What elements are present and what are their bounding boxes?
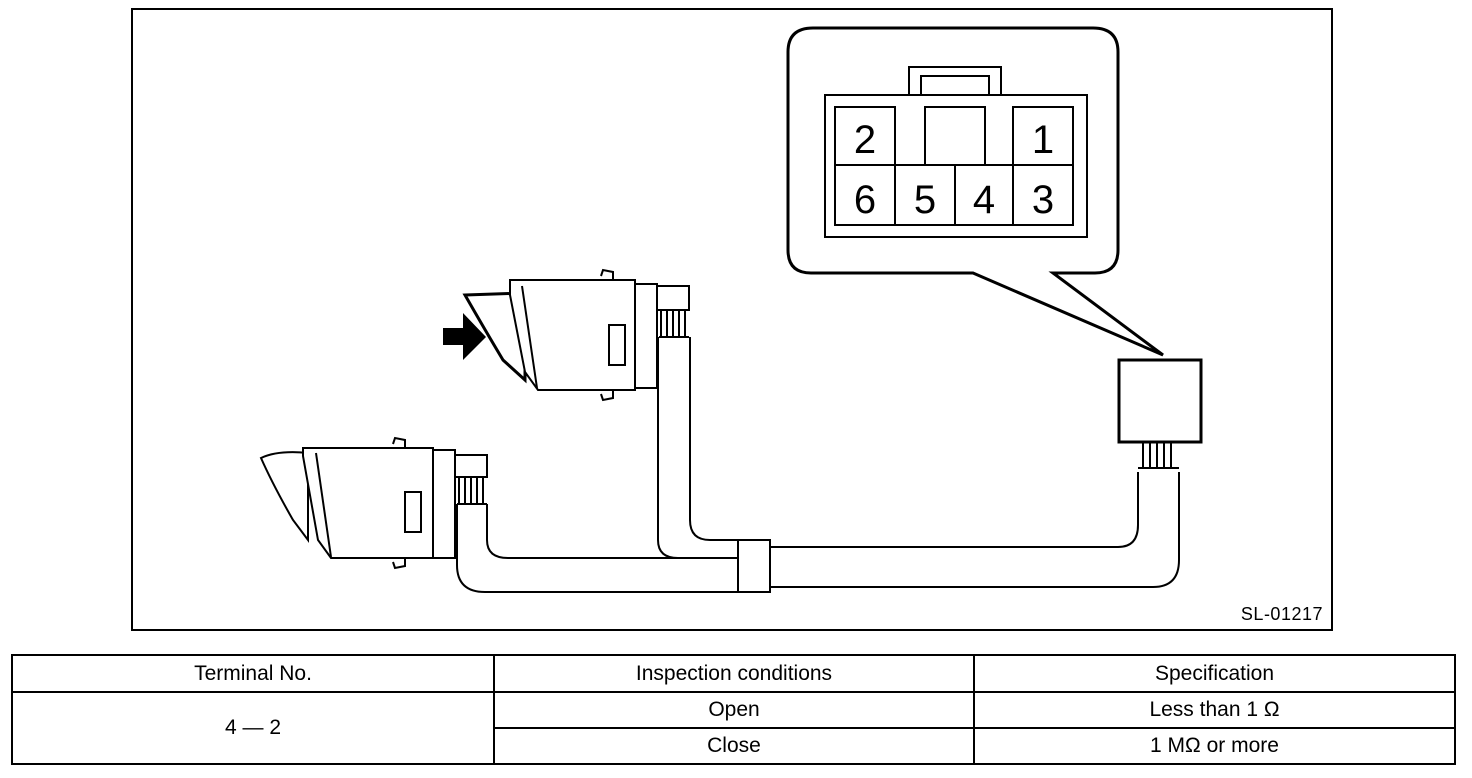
header-terminal: Terminal No. — [11, 654, 495, 693]
harness-wire — [657, 337, 738, 559]
header-conditions: Inspection conditions — [493, 654, 975, 693]
upper-switch — [462, 268, 690, 402]
pin-label: 6 — [854, 178, 876, 222]
pin-label: 5 — [914, 178, 936, 222]
table-header-row: Terminal No. Inspection conditions Speci… — [11, 654, 1456, 693]
harness-diagram: 2 1 6 5 4 3 — [259, 26, 1203, 593]
terminal-cell: 4 — 2 — [11, 691, 495, 765]
pin-cell — [1012, 164, 1074, 226]
harness-wire — [486, 504, 738, 559]
push-arrow — [443, 313, 486, 360]
table-row: Close 1 MΩ or more — [12, 727, 1456, 765]
figure-id: SL-01217 — [1240, 604, 1323, 624]
harness-wire — [689, 337, 738, 541]
harness-wire — [456, 504, 738, 593]
pin-label: 4 — [973, 178, 995, 222]
pin-label: 1 — [1032, 118, 1054, 162]
harness-clamp — [737, 539, 771, 593]
specification-cell: Less than 1 Ω — [973, 691, 1456, 729]
pin-label: 3 — [1032, 178, 1054, 222]
harness-wire — [770, 472, 1180, 588]
table-row: 4 — 2 Open Less than 1 Ω — [11, 691, 1456, 765]
header-specification: Specification — [973, 654, 1456, 693]
lower-switch — [259, 436, 488, 570]
condition-cell: Close — [493, 727, 975, 765]
inspection-table: Terminal No. Inspection conditions Speci… — [11, 654, 1456, 765]
pin-label: 2 — [854, 118, 876, 162]
harness-wire — [770, 472, 1139, 548]
wiring-illustration: 2 1 6 5 4 3 SL-01217 — [131, 8, 1333, 631]
connector-latch — [908, 66, 1002, 96]
specification-cell: 1 MΩ or more — [973, 727, 1456, 765]
condition-cell: Open — [493, 691, 975, 729]
connector-body — [1117, 358, 1203, 444]
